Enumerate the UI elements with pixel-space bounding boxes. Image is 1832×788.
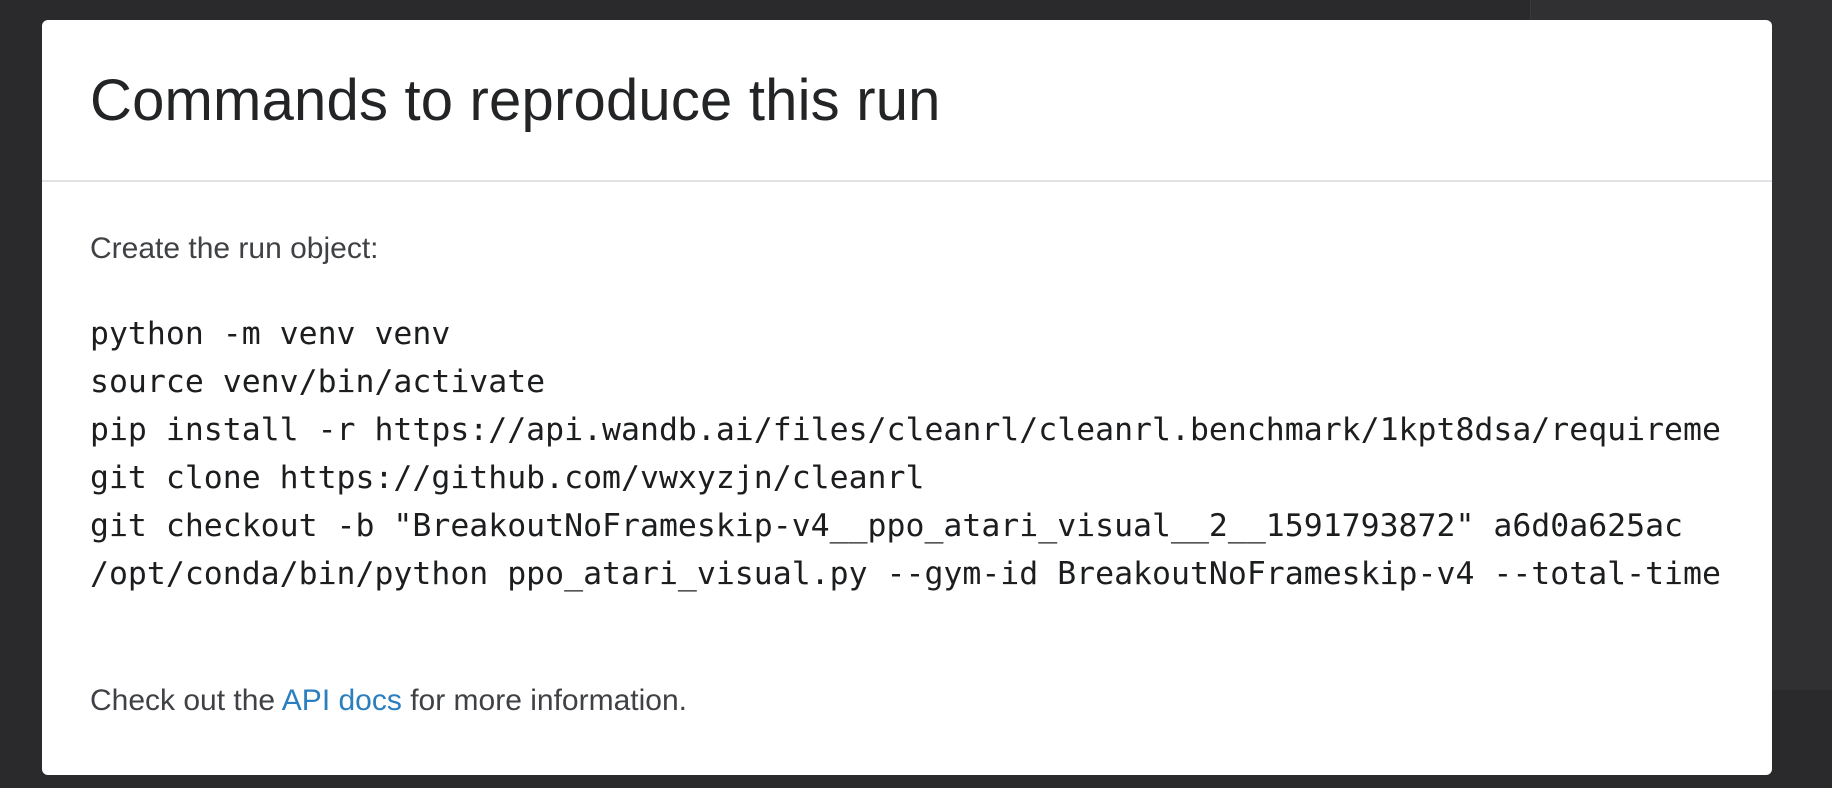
modal-subtitle: Create the run object: <box>90 232 379 265</box>
command-line: /opt/conda/bin/python ppo_atari_visual.p… <box>90 556 1724 592</box>
modal-title: Commands to reproduce this run <box>90 67 941 133</box>
command-line: python -m venv venv <box>90 316 451 352</box>
footer-prefix: Check out the <box>90 684 282 717</box>
api-docs-link[interactable]: API docs <box>281 684 402 717</box>
commands-code-block[interactable]: python -m venv venv source venv/bin/acti… <box>90 310 1724 598</box>
modal-header: Commands to reproduce this run <box>42 20 1772 182</box>
command-line: pip install -r https://api.wandb.ai/file… <box>90 412 1724 448</box>
footer-suffix: for more information. <box>401 684 687 717</box>
command-line: source venv/bin/activate <box>90 364 546 400</box>
reproduce-run-modal: Commands to reproduce this run Create th… <box>42 20 1772 775</box>
command-line: git checkout -b "BreakoutNoFrameskip-v4_… <box>90 508 1684 544</box>
footer-note: Check out the API docs for more informat… <box>90 684 687 718</box>
command-line: git clone https://github.com/vwxyzjn/cle… <box>90 460 925 496</box>
